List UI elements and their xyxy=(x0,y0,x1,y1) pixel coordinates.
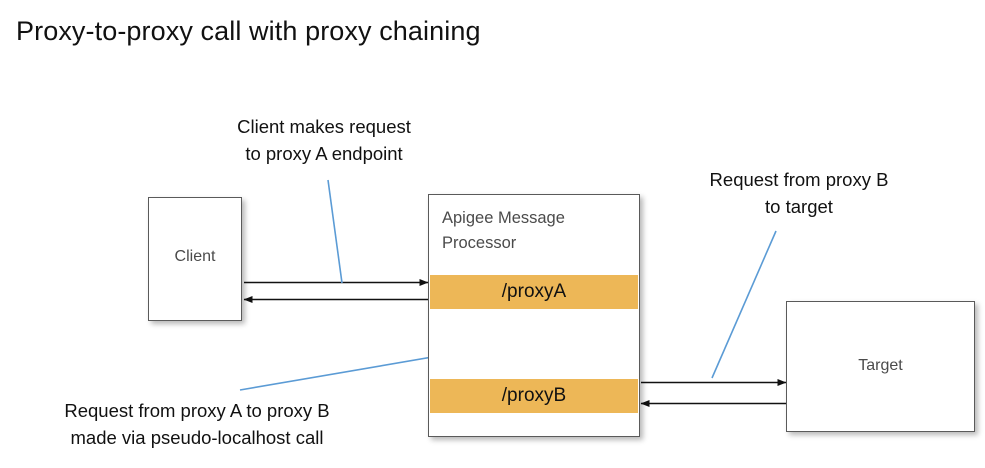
node-target-label: Target xyxy=(858,357,903,374)
node-apigee-label: Apigee Message Processor xyxy=(442,209,565,252)
callout-chained-request: Request from proxy A to proxy B made via… xyxy=(64,400,330,448)
callout-client-request: Client makes request to proxy A endpoint xyxy=(237,116,411,164)
node-client[interactable]: Client xyxy=(148,197,242,321)
node-client-label: Client xyxy=(174,248,216,265)
page-title: Proxy-to-proxy call with proxy chaining xyxy=(16,16,481,46)
proxy-a-band[interactable]: /proxyA xyxy=(430,275,638,309)
node-target[interactable]: Target xyxy=(786,301,975,432)
proxy-a-label: /proxyA xyxy=(501,281,567,302)
proxy-b-label: /proxyB xyxy=(501,385,567,406)
leader-line-client-callout xyxy=(327,179,343,284)
callout-target-request: Request from proxy B to target xyxy=(709,169,889,217)
proxy-b-band[interactable]: /proxyB xyxy=(430,379,638,413)
leader-line-target-callout xyxy=(711,230,777,379)
